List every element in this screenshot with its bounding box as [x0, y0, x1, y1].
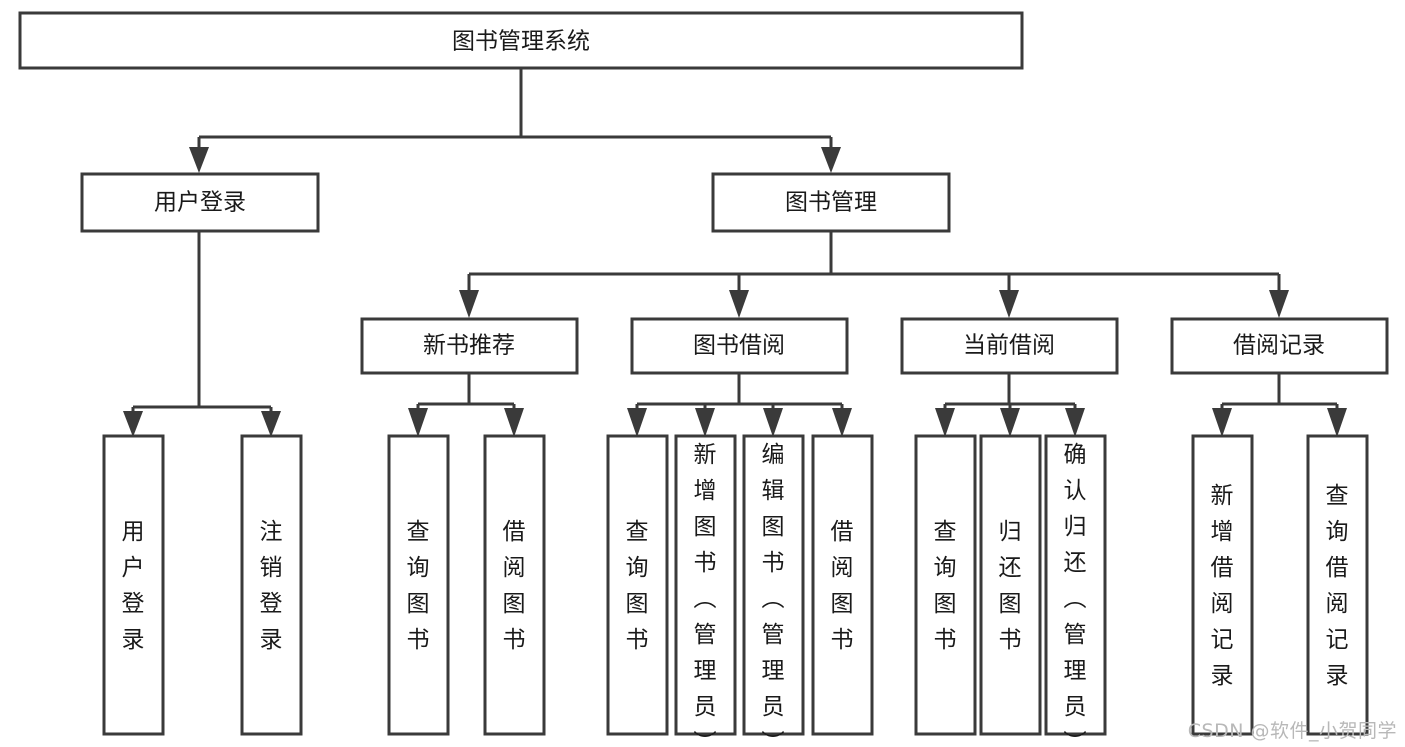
arrow-to-book-borrow — [729, 290, 749, 318]
node-leaf-query-record-box[interactable] — [1306, 434, 1369, 736]
node-leaf-confirm-return-label: 确认归还︵管理员︶ — [1064, 442, 1087, 747]
arrow-to-leaf-query-book-1 — [408, 408, 428, 437]
arrow-to-leaf-user-login — [123, 411, 143, 437]
node-leaf-query-book-3[interactable]: 查询图书 — [914, 434, 977, 736]
node-book-borrow[interactable]: 图书借阅 — [630, 317, 849, 375]
node-user-login-box[interactable] — [80, 172, 320, 233]
node-leaf-query-book-2[interactable]: 查询图书 — [606, 434, 669, 736]
arrow-to-leaf-borrow-book-1 — [504, 408, 524, 437]
arrow-to-leaf-borrow-book-2 — [832, 408, 852, 437]
arrow-to-leaf-user-logout — [261, 411, 281, 437]
arrow-to-borrow-record — [1269, 290, 1289, 318]
node-leaf-add-record[interactable]: 新增借阅记录 — [1191, 434, 1254, 736]
connector-book-borrow-trunk — [635, 373, 844, 414]
node-leaf-confirm-return-box[interactable] — [1044, 434, 1107, 736]
node-borrow-record-box[interactable] — [1170, 317, 1389, 375]
node-leaf-query-book-1[interactable]: 查询图书 — [387, 434, 450, 736]
connector-book-management-trunk — [467, 232, 1281, 293]
node-leaf-user-logout[interactable]: 注销登录 — [240, 434, 303, 736]
node-book-borrow-box[interactable] — [630, 317, 849, 375]
node-current-borrow-box[interactable] — [900, 317, 1119, 375]
connector-root-trunk — [197, 68, 833, 150]
node-leaf-query-record[interactable]: 查询借阅记录 — [1306, 434, 1369, 736]
node-leaf-user-login[interactable]: 用户登录 — [102, 434, 165, 736]
node-leaf-return-book-box[interactable] — [979, 434, 1042, 736]
node-leaf-query-book-1-box[interactable] — [387, 434, 450, 736]
arrow-to-leaf-edit-book — [763, 408, 783, 437]
node-leaf-edit-book-label: 编辑图书︵管理员︶ — [762, 442, 785, 747]
node-leaf-borrow-book-1-box[interactable] — [483, 434, 546, 736]
arrow-to-leaf-add-record — [1212, 408, 1232, 437]
node-leaf-user-logout-label: 注销登录 — [260, 519, 283, 653]
arrow-to-leaf-query-book-3 — [935, 408, 955, 437]
node-leaf-add-book[interactable]: 新增图书︵管理员︶ — [674, 434, 737, 747]
node-new-book-recommend[interactable]: 新书推荐 — [360, 317, 579, 375]
node-book-management-box[interactable] — [711, 172, 951, 233]
node-book-management[interactable]: 图书管理 — [711, 172, 951, 233]
arrow-to-leaf-query-record — [1327, 408, 1347, 437]
connector-current-borrow-trunk — [943, 373, 1077, 414]
arrow-to-current-borrow — [999, 290, 1019, 318]
arrow-to-leaf-query-book-2 — [627, 408, 647, 437]
node-leaf-add-record-label: 新增借阅记录 — [1211, 483, 1234, 689]
node-leaf-borrow-book-2[interactable]: 借阅图书 — [811, 434, 874, 736]
node-borrow-record-label: 借阅记录 — [1233, 333, 1325, 359]
connector-new-book-recommend-trunk — [416, 373, 516, 414]
arrow-to-book-management — [821, 147, 841, 173]
node-leaf-user-logout-box[interactable] — [240, 434, 303, 736]
connector-user-login-trunk — [131, 232, 273, 414]
connector-borrow-record-trunk — [1220, 373, 1339, 414]
node-root-box[interactable] — [18, 11, 1024, 70]
node-leaf-borrow-book-2-box[interactable] — [811, 434, 874, 736]
arrow-to-leaf-add-book — [695, 408, 715, 437]
arrowhead-layer — [123, 147, 1347, 437]
node-leaf-edit-book-box[interactable] — [742, 434, 805, 736]
arrow-to-new-book-recommend — [459, 290, 479, 318]
node-leaf-return-book-label: 归还图书 — [999, 519, 1022, 653]
node-current-borrow[interactable]: 当前借阅 — [900, 317, 1119, 375]
node-leaf-borrow-book-1-label: 借阅图书 — [503, 519, 526, 653]
node-leaf-user-login-label: 用户登录 — [122, 519, 145, 653]
node-leaf-query-book-1-label: 查询图书 — [407, 519, 430, 653]
node-new-book-recommend-box[interactable] — [360, 317, 579, 375]
node-user-login[interactable]: 用户登录 — [80, 172, 320, 233]
node-leaf-borrow-book-1[interactable]: 借阅图书 — [483, 434, 546, 736]
node-leaf-query-book-3-label: 查询图书 — [934, 519, 957, 653]
arrow-to-user-login — [189, 147, 209, 173]
node-leaf-query-book-2-label: 查询图书 — [626, 519, 649, 653]
connector-layer — [131, 68, 1339, 414]
node-new-book-recommend-label: 新书推荐 — [423, 333, 515, 359]
node-current-borrow-label: 当前借阅 — [963, 333, 1055, 359]
node-root[interactable]: 图书管理系统 — [18, 11, 1024, 70]
node-user-login-label: 用户登录 — [154, 190, 246, 216]
node-leaf-return-book[interactable]: 归还图书 — [979, 434, 1042, 736]
arrow-to-leaf-confirm-return — [1065, 408, 1085, 437]
node-leaf-add-book-label: 新增图书︵管理员︶ — [694, 442, 717, 747]
node-root-label: 图书管理系统 — [452, 29, 590, 55]
node-book-borrow-label: 图书借阅 — [693, 333, 785, 359]
node-leaf-user-login-box[interactable] — [102, 434, 165, 736]
node-leaf-add-record-box[interactable] — [1191, 434, 1254, 736]
node-book-management-label: 图书管理 — [785, 190, 877, 216]
node-leaf-confirm-return[interactable]: 确认归还︵管理员︶ — [1044, 434, 1107, 747]
node-leaf-borrow-book-2-label: 借阅图书 — [831, 519, 854, 653]
node-leaf-query-book-2-box[interactable] — [606, 434, 669, 736]
node-borrow-record[interactable]: 借阅记录 — [1170, 317, 1389, 375]
node-leaf-query-book-3-box[interactable] — [914, 434, 977, 736]
node-leaf-edit-book[interactable]: 编辑图书︵管理员︶ — [742, 434, 805, 747]
node-leaf-query-record-label: 查询借阅记录 — [1326, 483, 1349, 689]
node-leaf-add-book-box[interactable] — [674, 434, 737, 736]
arrow-to-leaf-return-book — [1000, 408, 1020, 437]
